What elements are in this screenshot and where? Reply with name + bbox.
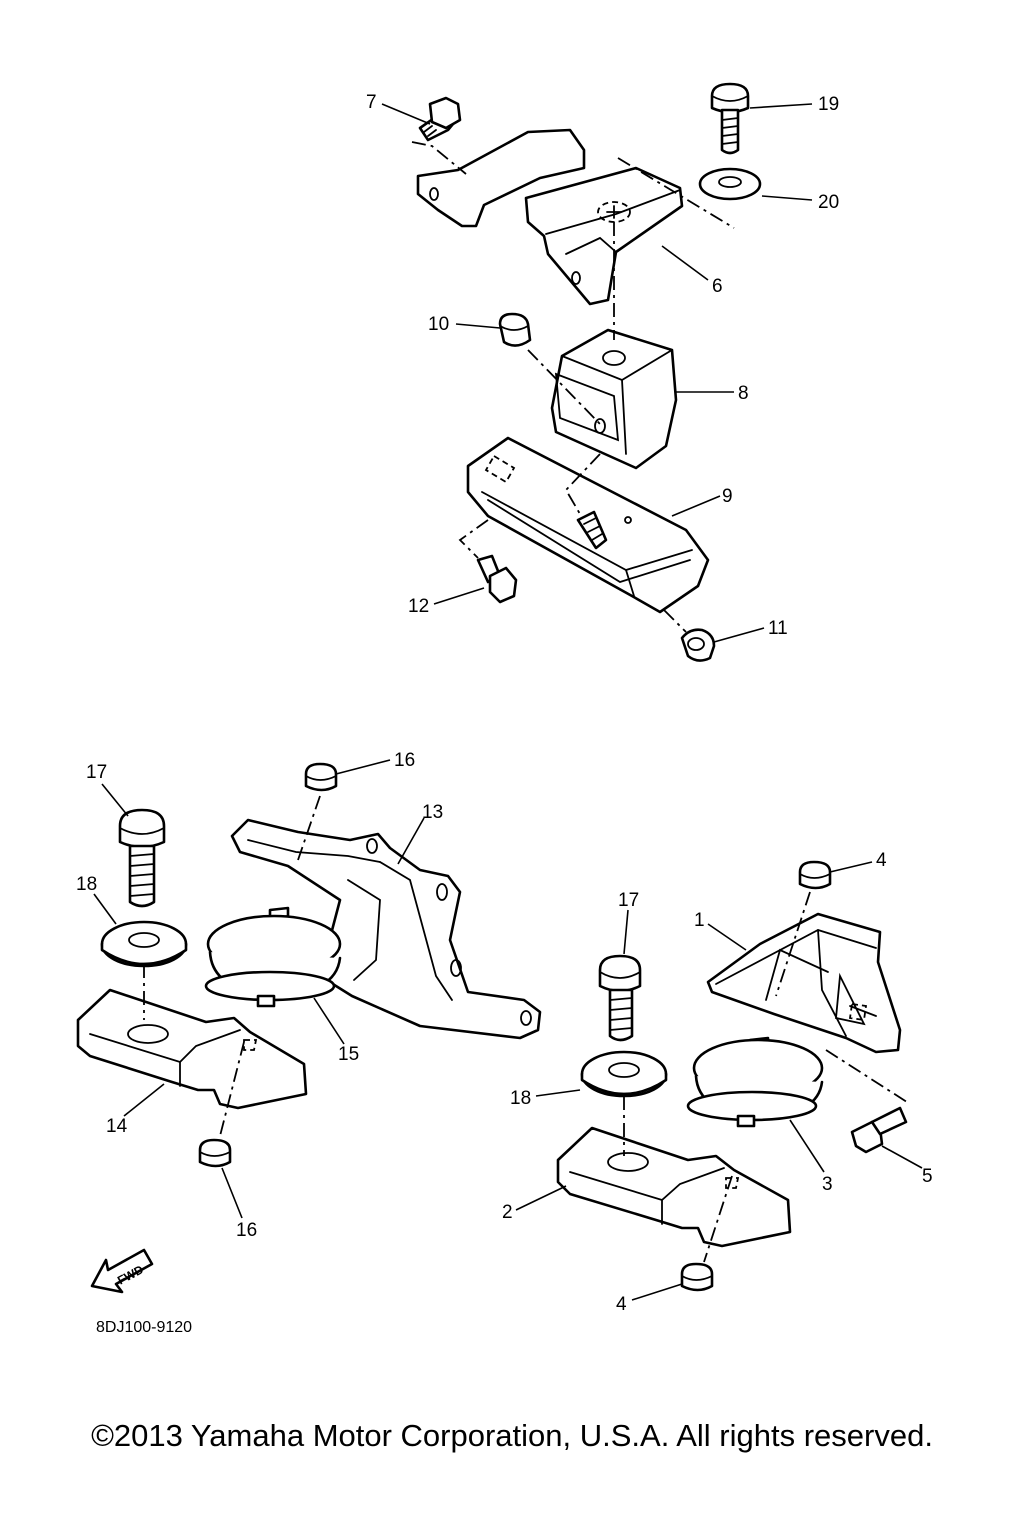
part-16-nut-bottom [198,1138,232,1168]
part-12-bolt [476,554,518,604]
part-16-nut-top [304,762,338,792]
callout-19: 19 [818,94,839,115]
part-11-nut [680,628,716,662]
callout-1: 1 [694,910,705,931]
leader-lines [93,103,923,1301]
lower-left-center-lines [143,795,321,1137]
part-5-bolt [850,1106,908,1154]
callout-3: 3 [822,1174,833,1195]
callout-16-lower: 16 [236,1220,257,1241]
part-8-rubber-damper [550,328,678,470]
part-20-washer [698,167,762,201]
callout-9: 9 [722,486,733,507]
drawing-code: 8DJ100-9120 [96,1319,192,1336]
callout-8: 8 [738,383,749,404]
callout-18-right: 18 [510,1088,531,1109]
lower-right-center-lines [623,891,911,1263]
part-6-upper-bracket [416,128,684,306]
part-19-bolt [710,82,750,155]
callout-20: 20 [818,192,839,213]
callout-12: 12 [408,596,429,617]
fwd-arrow: FWD [90,1248,154,1294]
callout-11: 11 [768,618,788,639]
part-1-bracket [706,912,902,1054]
part-4-nut-bottom [680,1262,714,1292]
part-17-bolt-right [598,954,642,1042]
callout-16: 16 [394,750,415,771]
callout-17: 17 [86,762,107,783]
part-7-bolt [418,96,462,142]
part-18-washer-right [580,1050,668,1098]
part-10-nut [498,312,532,347]
callout-18: 18 [76,874,97,895]
part-15-rubber-mount [204,906,342,1008]
copyright-notice: ©2013 Yamaha Motor Corporation, U.S.A. A… [91,1418,933,1453]
callout-6: 6 [712,276,723,297]
callout-13: 13 [422,802,443,823]
part-17-bolt-left [118,808,166,908]
callout-labels: 7 19 20 6 10 8 9 12 11 16 17 13 18 15 14… [76,92,933,1315]
callout-14: 14 [106,1116,128,1137]
callout-7: 7 [366,92,377,113]
part-2-stay-bracket [556,1126,792,1248]
upper-assembly-center-lines [411,141,735,633]
part-14-stay-bracket [76,988,308,1110]
callout-4-lower: 4 [616,1294,627,1315]
callout-4: 4 [876,850,887,871]
part-9-mount-plate [466,436,710,614]
callout-17-right: 17 [618,890,639,911]
part-18-washer-left [100,920,188,968]
part-3-rubber-mount [686,1036,824,1128]
callout-5: 5 [922,1166,933,1187]
callout-2: 2 [502,1202,513,1223]
callout-15: 15 [338,1044,359,1065]
callout-10: 10 [428,314,449,335]
part-4-nut-top [798,860,832,890]
